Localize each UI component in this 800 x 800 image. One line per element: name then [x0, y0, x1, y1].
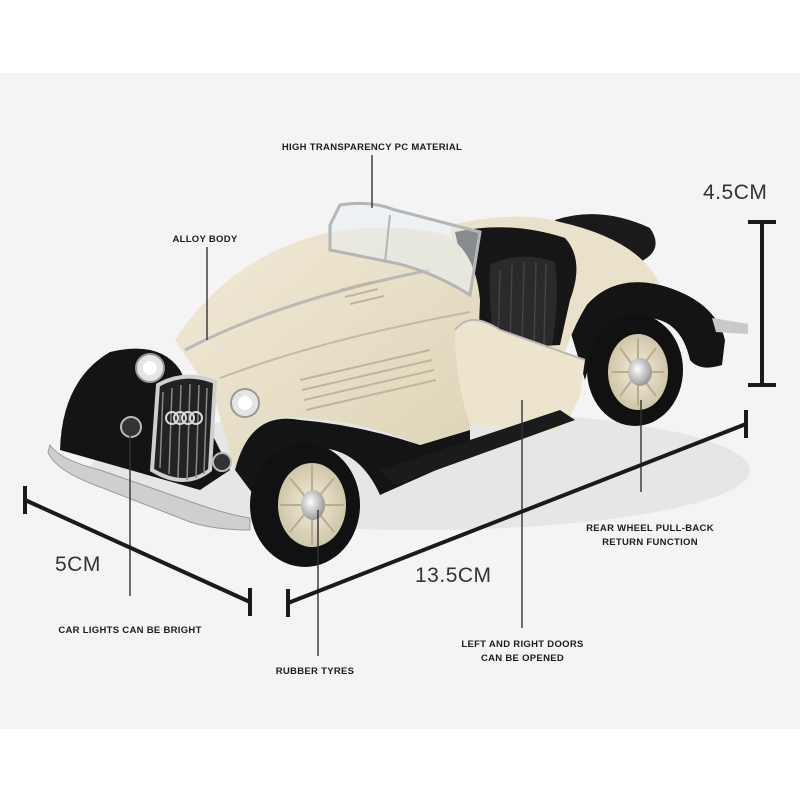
- windshield-divider: [384, 214, 391, 263]
- windshield: [328, 201, 482, 298]
- grille-bars: [159, 383, 208, 481]
- hood-louvres: [299, 281, 437, 411]
- width-bar: [24, 498, 251, 604]
- dimension-bars: [23, 220, 776, 617]
- callout-alloy-body: ALLOY BODY: [172, 234, 238, 245]
- callout-lines: [129, 155, 642, 656]
- callout-rear-wheel-line1: REAR WHEEL PULL-BACK: [586, 523, 714, 534]
- callout-doors: LEFT AND RIGHT DOORS CAN BE OPENED: [440, 638, 605, 666]
- callout-pc-material: HIGH TRANSPARENCY PC MATERIAL: [281, 142, 463, 153]
- rings-emblem: [165, 411, 203, 425]
- front-right-fender: [235, 418, 470, 510]
- hood-lower-line: [219, 311, 471, 379]
- rear-bumper: [712, 318, 748, 334]
- rear-fender: [570, 282, 725, 380]
- front-wheel: [250, 443, 360, 567]
- radiator-grille: [149, 374, 218, 482]
- fog-lamp: [120, 416, 232, 472]
- open-door: [455, 320, 585, 430]
- length-bar: [287, 422, 747, 605]
- callout-doors-line1: LEFT AND RIGHT DOORS: [461, 639, 584, 650]
- callout-rear-wheel: REAR WHEEL PULL-BACK RETURN FUNCTION: [560, 522, 740, 550]
- dimension-height-label: 4.5CM: [703, 181, 768, 204]
- callout-doors-line2: CAN BE OPENED: [480, 653, 565, 664]
- rear-wheel: [587, 314, 683, 426]
- dimension-length-label: 13.5CM: [415, 564, 492, 587]
- dimension-width-label: 5CM: [55, 553, 101, 576]
- hood-seam: [184, 268, 431, 352]
- callout-rear-wheel-line2: RETURN FUNCTION: [602, 537, 698, 548]
- seat-stitching: [497, 261, 547, 346]
- running-board: [380, 410, 575, 485]
- front-bumper: [47, 443, 251, 531]
- right-headlight: [230, 388, 260, 418]
- callout-car-lights: CAR LIGHTS CAN BE BRIGHT: [58, 625, 202, 636]
- callout-rubber-tyres: RUBBER TYRES: [275, 666, 355, 677]
- left-headlight: [135, 353, 165, 383]
